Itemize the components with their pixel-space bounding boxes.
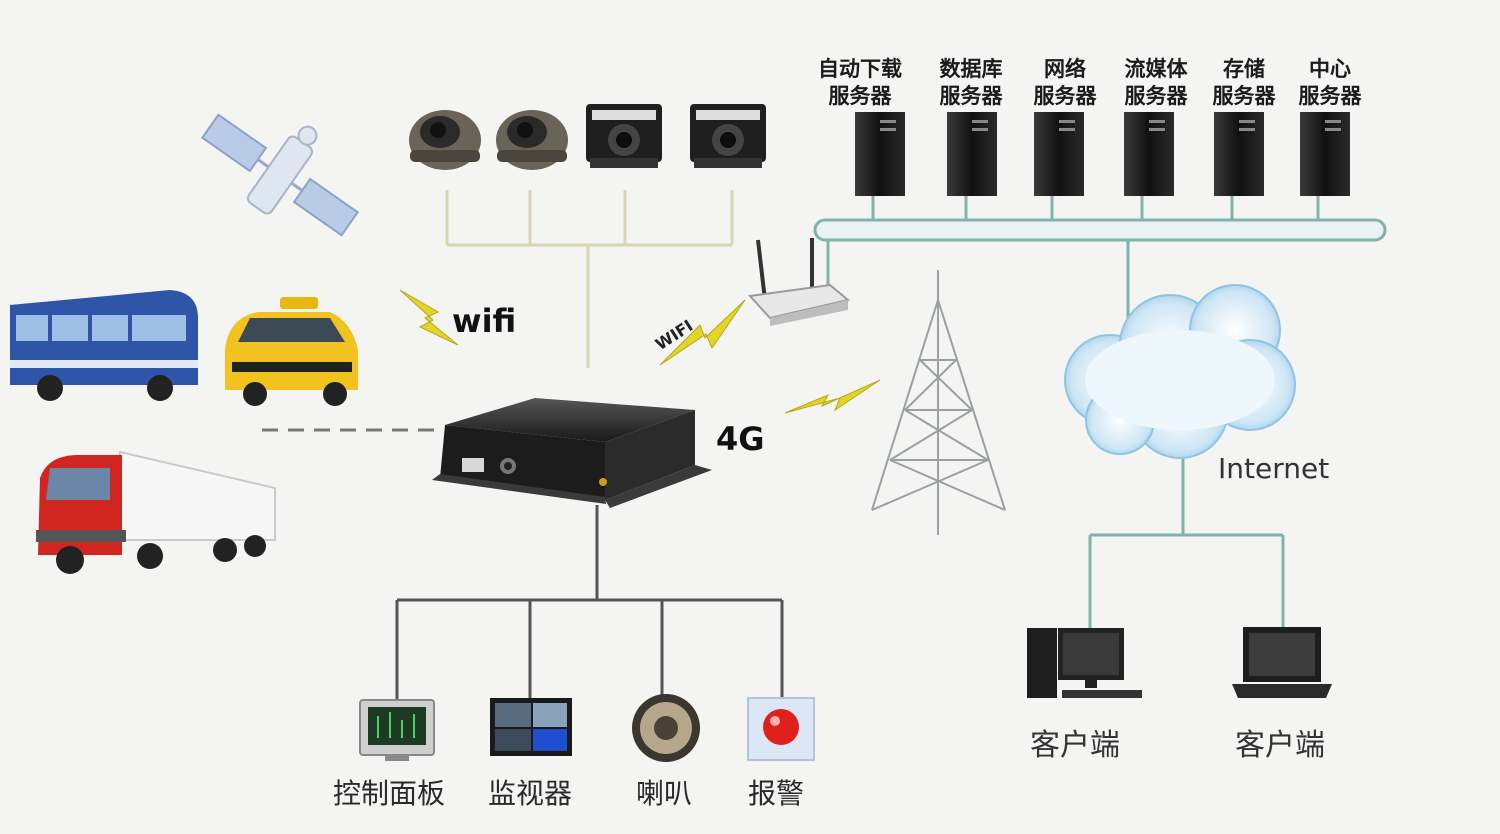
router-wifi-signal-icon xyxy=(659,299,746,366)
mobile-dvr-icon xyxy=(432,398,712,508)
peripheral-links xyxy=(395,505,784,700)
server-icon-2 xyxy=(947,112,997,196)
server-towers xyxy=(855,112,1350,196)
server-bus xyxy=(813,196,1387,630)
wifi-router-icon xyxy=(747,238,851,326)
server-label-center: 中心 服务器 xyxy=(1298,57,1362,108)
server-icon-3 xyxy=(1034,112,1084,196)
bus-icon xyxy=(10,290,198,401)
server-label-database: 数据库 服务器 xyxy=(939,57,1003,108)
server-label-network: 网络 服务器 xyxy=(1033,57,1097,108)
client-label-laptop: 客户端 xyxy=(1235,728,1325,763)
box-camera-icon-1 xyxy=(586,104,662,168)
peripheral-label-control-panel: 控制面板 xyxy=(333,777,446,810)
laptop-computer-icon xyxy=(1232,627,1332,698)
truck-icon xyxy=(36,450,276,574)
control-panel-icon xyxy=(359,699,435,761)
speaker-icon xyxy=(632,694,700,762)
dome-camera-icon-2 xyxy=(496,110,568,170)
internet-cloud-icon xyxy=(1064,284,1296,459)
server-label-auto-download: 自动下载 服务器 xyxy=(818,57,902,108)
client-label-desktop: 客户端 xyxy=(1030,728,1120,763)
wifi-label: wifi xyxy=(452,302,517,340)
peripheral-label-alarm: 报警 xyxy=(748,777,805,810)
taxi-icon xyxy=(225,297,358,406)
server-label-streaming: 流媒体 服务器 xyxy=(1124,57,1188,108)
alarm-button-icon xyxy=(747,697,815,761)
server-icon-4 xyxy=(1124,112,1174,196)
cellular-signal-icon xyxy=(784,379,881,414)
server-icon-1 xyxy=(855,112,905,196)
cellular-4g-label: 4G xyxy=(716,420,765,458)
peripheral-label-speaker: 喇叭 xyxy=(636,777,693,810)
dome-camera-icon-1 xyxy=(409,110,481,170)
server-label-storage: 存储 服务器 xyxy=(1212,57,1276,108)
box-camera-icon-2 xyxy=(690,104,766,168)
peripheral-label-monitor: 监视器 xyxy=(488,777,573,810)
wifi-signal-icon xyxy=(399,289,459,346)
server-icon-5 xyxy=(1214,112,1264,196)
camera-links xyxy=(445,190,734,368)
server-icon-6 xyxy=(1300,112,1350,196)
monitor-icon xyxy=(490,698,572,756)
satellite-icon xyxy=(200,113,360,237)
internet-label: Internet xyxy=(1218,452,1330,485)
cell-tower-icon xyxy=(871,270,1006,535)
desktop-computer-icon xyxy=(1027,628,1142,698)
